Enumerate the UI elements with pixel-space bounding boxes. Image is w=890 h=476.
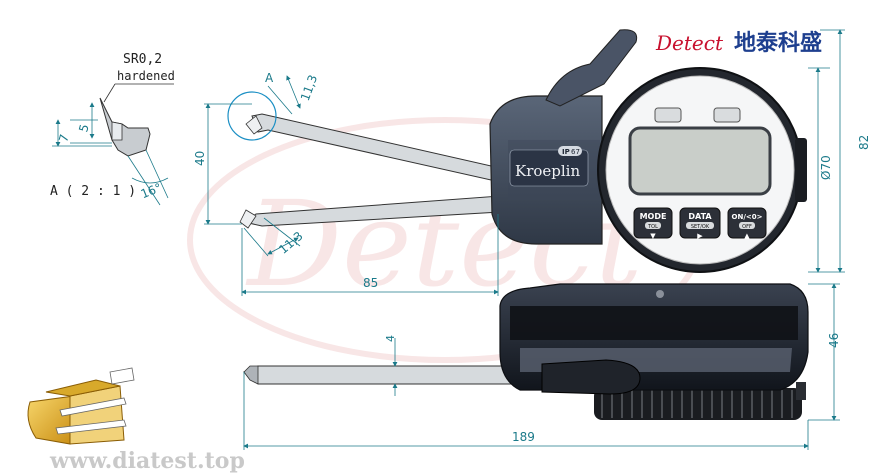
button-on-off[interactable]: ON/<0> OFF ▲ (727, 207, 767, 240)
detail-a-circle (227, 91, 277, 141)
tip-dim-7: 7 (56, 133, 72, 144)
website-url: www.diatest.top (49, 448, 245, 474)
dim-dial-dia: Ø70 (819, 155, 833, 180)
front-view: A IP 67 Kroeplin MODE TOL ▼ DATA (193, 29, 871, 296)
svg-text:▼: ▼ (650, 232, 656, 240)
lcd-display (628, 126, 772, 196)
knurled-wheel (594, 388, 802, 420)
detail-a-view: SR0,2 hardened 5 7 16° A ( 2 : 1 ) (50, 52, 175, 206)
ip-prefix: IP (562, 148, 570, 156)
dim-tip-upper: 11,3 (298, 73, 320, 103)
brand-latin: Detect (655, 31, 724, 55)
tip-detail-shape (99, 97, 151, 157)
dim-arm-thickness: 4 (384, 335, 397, 342)
dim-reach: 85 (363, 276, 378, 290)
tip-dim-5: 5 (76, 123, 92, 134)
side-lever (541, 359, 641, 395)
tip-radius-label: SR0,2 (123, 52, 162, 67)
status-window-left (654, 107, 682, 123)
status-window-right (713, 107, 741, 123)
tip-note-label: hardened (117, 69, 175, 83)
svg-text:SET/OK: SET/OK (691, 224, 710, 230)
svg-text:OFF: OFF (742, 224, 752, 230)
svg-text:DATA: DATA (688, 212, 712, 221)
brand-header: Detect 地泰科盛 (655, 30, 822, 56)
dim-total-length: 189 (512, 430, 535, 444)
ip-value: 67 (571, 148, 580, 156)
application-render (27, 367, 135, 445)
svg-text:▶: ▶ (697, 232, 703, 240)
detail-a-circle-label: A (265, 71, 274, 85)
side-arm (243, 365, 521, 385)
side-view: 4 46 189 (243, 283, 841, 450)
lift-lever (545, 29, 638, 107)
logo-text: Kroeplin (515, 162, 580, 180)
dim-side-height: 46 (827, 333, 841, 348)
dim-height: 82 (857, 135, 871, 150)
scale-label: A ( 2 : 1 ) (50, 184, 136, 199)
svg-text:ON/<0>: ON/<0> (732, 213, 763, 221)
button-data[interactable]: DATA SET/OK ▶ (679, 207, 721, 240)
angle-label: 16° (139, 180, 164, 201)
svg-text:MODE: MODE (640, 212, 667, 221)
svg-text:TOL: TOL (647, 224, 658, 230)
svg-text:▲: ▲ (744, 232, 750, 240)
logo-plate (509, 149, 589, 187)
dim-opening: 40 (193, 151, 207, 166)
button-mode[interactable]: MODE TOL ▼ (633, 207, 673, 240)
brand-cjk: 地泰科盛 (734, 30, 822, 56)
